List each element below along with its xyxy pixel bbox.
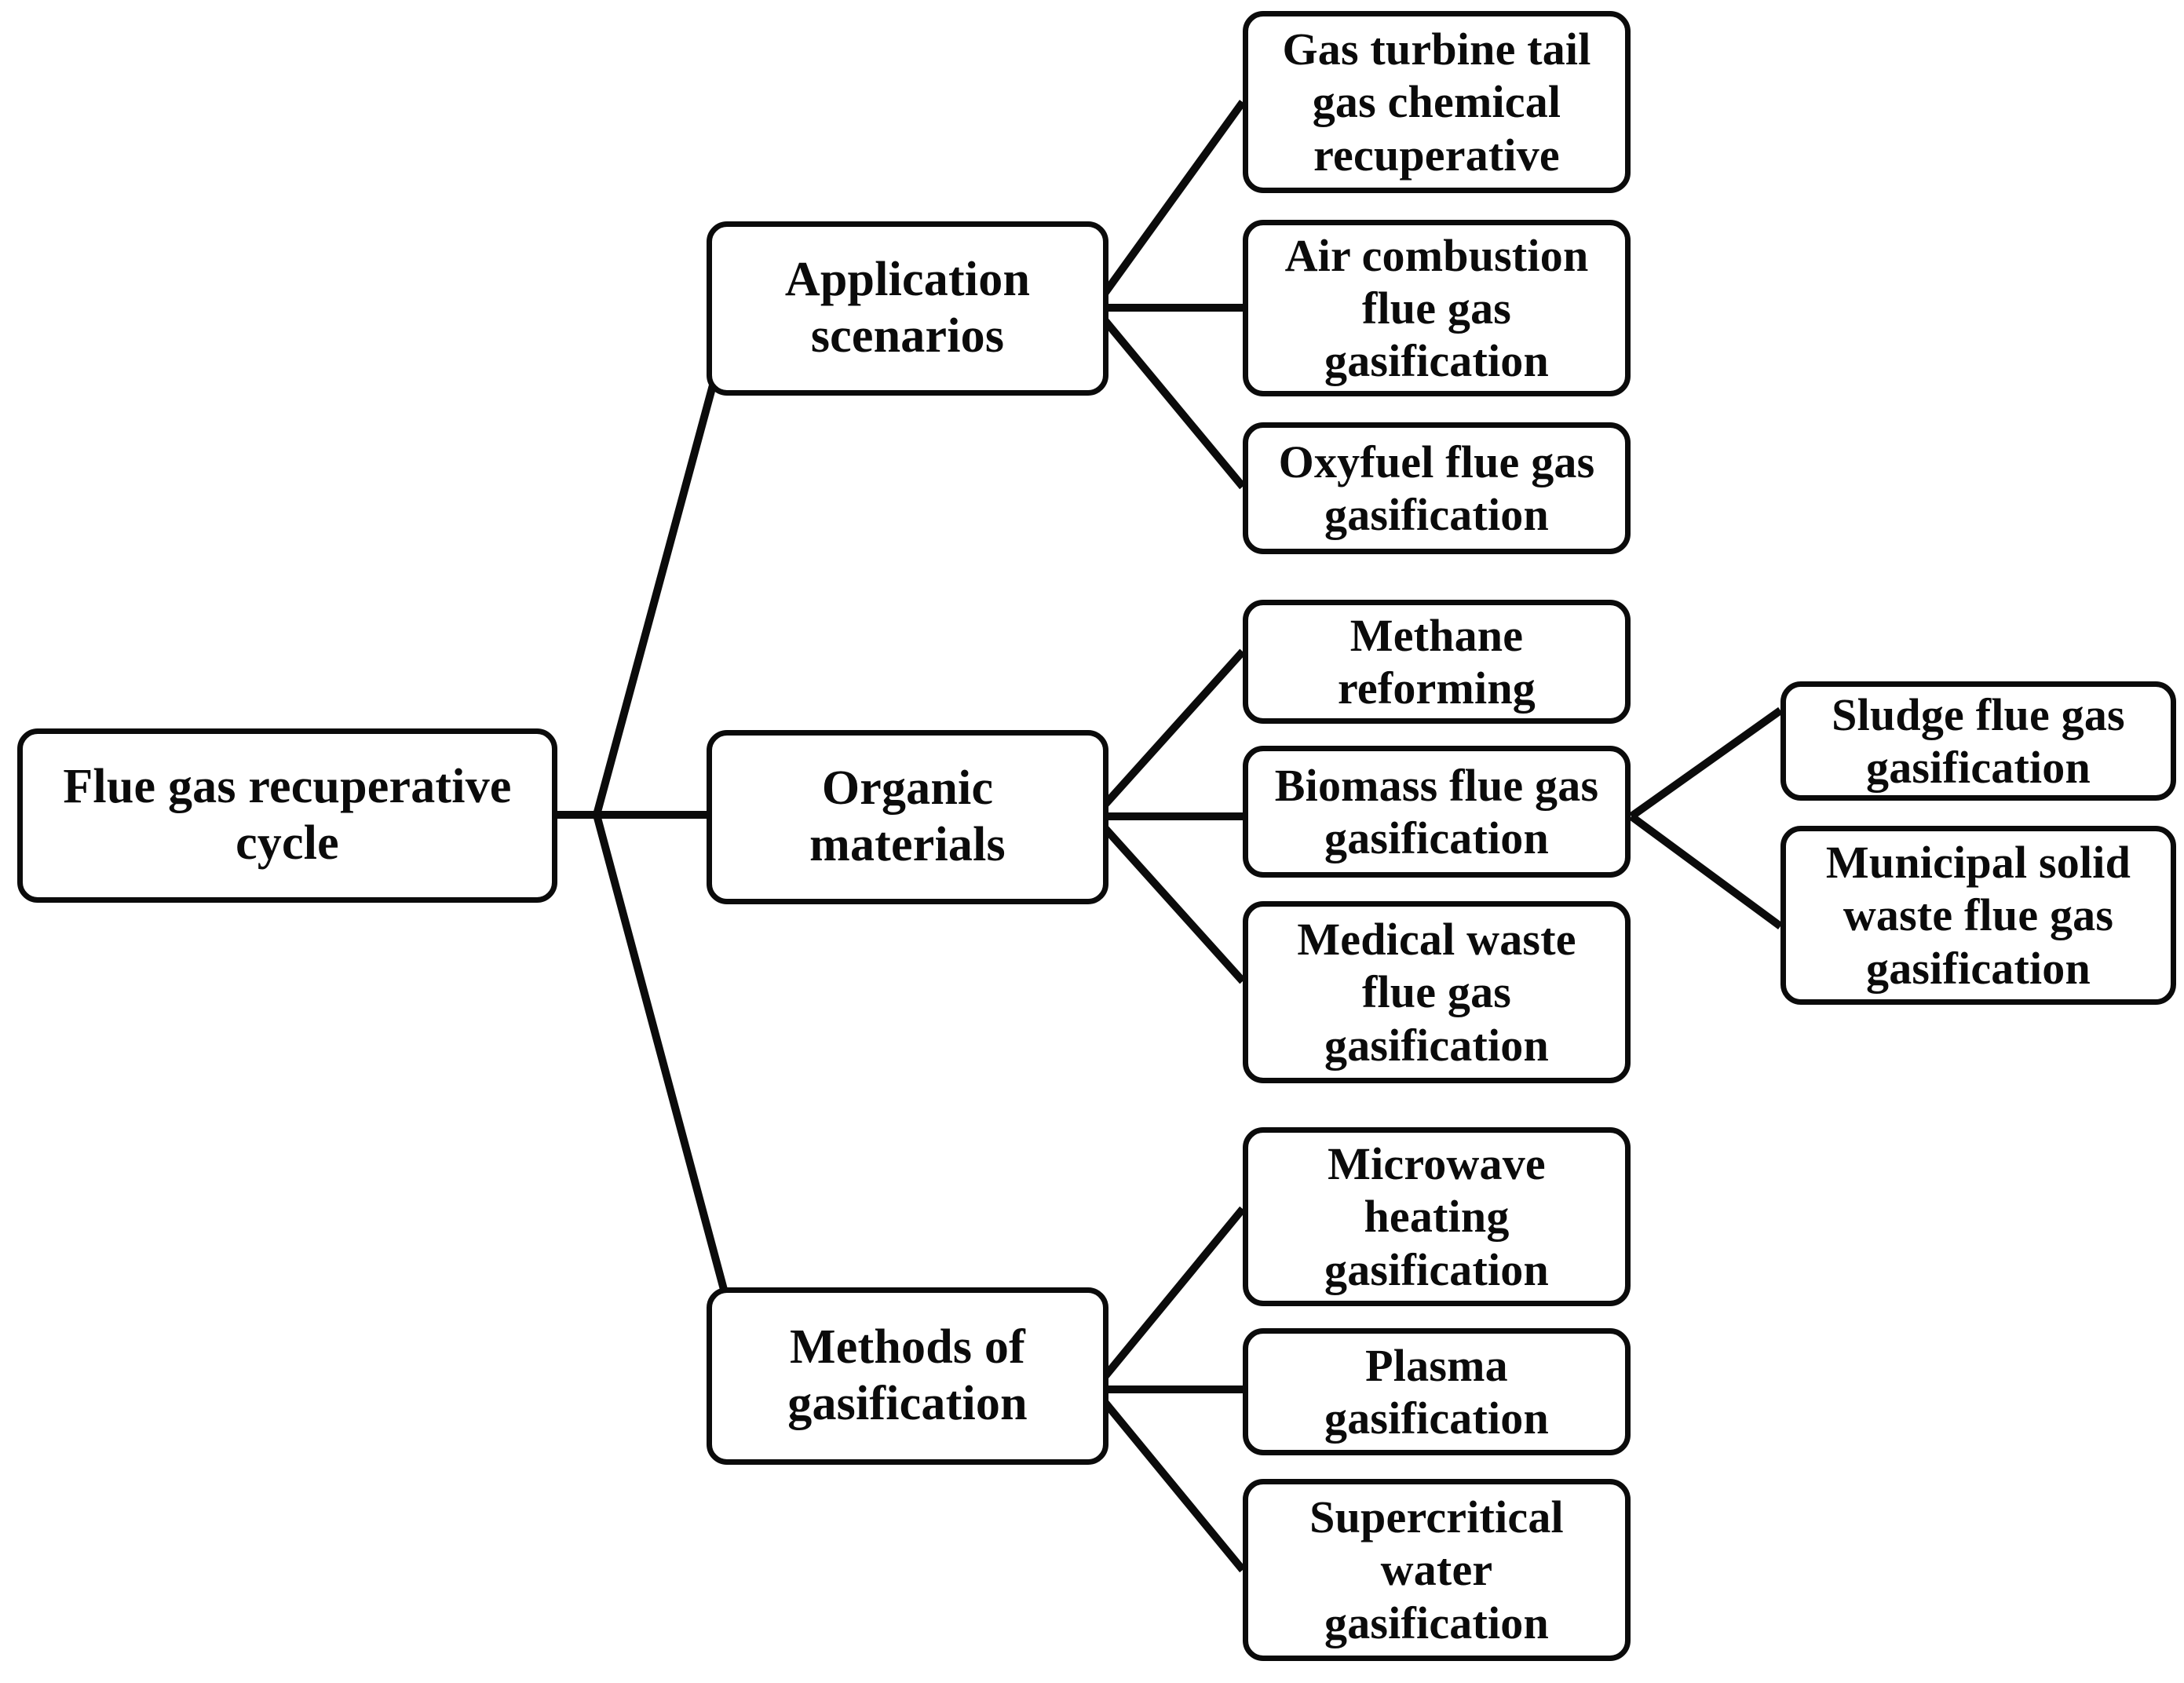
node-plasma-gasification[interactable]: Plasma gasification [1243, 1328, 1631, 1455]
node-label: Medical waste flue gas gasification [1297, 914, 1576, 1071]
node-microwave-heating-gasification[interactable]: Microwave heating gasification [1243, 1127, 1631, 1306]
edge-organic-to-methane [1091, 648, 1246, 820]
node-label: Flue gas recuperative cycle [63, 760, 512, 870]
node-label: Microwave heating gasification [1324, 1138, 1549, 1295]
node-medical-waste-flue-gas-gasification[interactable]: Medical waste flue gas gasification [1243, 901, 1631, 1083]
edge-organic-to-medicalwaste [1091, 813, 1246, 984]
node-methane-reforming[interactable]: Methane reforming [1243, 600, 1631, 724]
node-air-combustion-flue-gas-gasification[interactable]: Air combustion flue gas gasification [1243, 220, 1631, 396]
edge-application-to-gasturbine [1090, 100, 1247, 310]
node-sludge-flue-gas-gasification[interactable]: Sludge flue gas gasification [1780, 681, 2176, 801]
edge-biomass-to-municipal [1629, 812, 1783, 930]
node-methods-of-gasification[interactable]: Methods of gasification [707, 1287, 1108, 1465]
node-flue-gas-recuperative-cycle[interactable]: Flue gas recuperative cycle [17, 728, 557, 903]
node-label: Plasma gasification [1324, 1339, 1549, 1444]
node-label: Municipal solid waste flue gas gasificat… [1825, 837, 2131, 994]
node-label: Sludge flue gas gasification [1832, 688, 2125, 793]
node-gas-turbine-tail-gas-chemical-recuperative[interactable]: Gas turbine tail gas chemical recuperati… [1243, 11, 1631, 193]
node-label: Methods of gasification [787, 1320, 1028, 1430]
node-label: Organic materials [809, 761, 1006, 871]
node-label: Methane reforming [1338, 609, 1536, 714]
node-supercritical-water-gasification[interactable]: Supercritical water gasification [1243, 1479, 1631, 1661]
edge-biomass-to-sludge [1629, 706, 1783, 820]
edge-methods-to-supercritical [1091, 1386, 1246, 1573]
node-label: Supercritical water gasification [1309, 1491, 1564, 1648]
node-label: Gas turbine tail gas chemical recuperati… [1282, 24, 1591, 181]
node-label: Application scenarios [784, 253, 1031, 363]
node-organic-materials[interactable]: Organic materials [707, 730, 1108, 904]
edge-methods-to-microwave [1091, 1206, 1246, 1393]
node-label: Biomass flue gas gasification [1274, 759, 1599, 863]
node-application-scenarios[interactable]: Application scenarios [707, 221, 1108, 396]
node-oxyfuel-flue-gas-gasification[interactable]: Oxyfuel flue gas gasification [1243, 422, 1631, 554]
node-municipal-solid-waste-flue-gas-gasification[interactable]: Municipal solid waste flue gas gasificat… [1780, 826, 2176, 1005]
edge-application-to-oxyfuel [1091, 305, 1246, 490]
node-label: Oxyfuel flue gas gasification [1278, 436, 1595, 540]
node-label: Air combustion flue gas gasification [1284, 229, 1589, 387]
node-biomass-flue-gas-gasification[interactable]: Biomass flue gas gasification [1243, 746, 1631, 878]
